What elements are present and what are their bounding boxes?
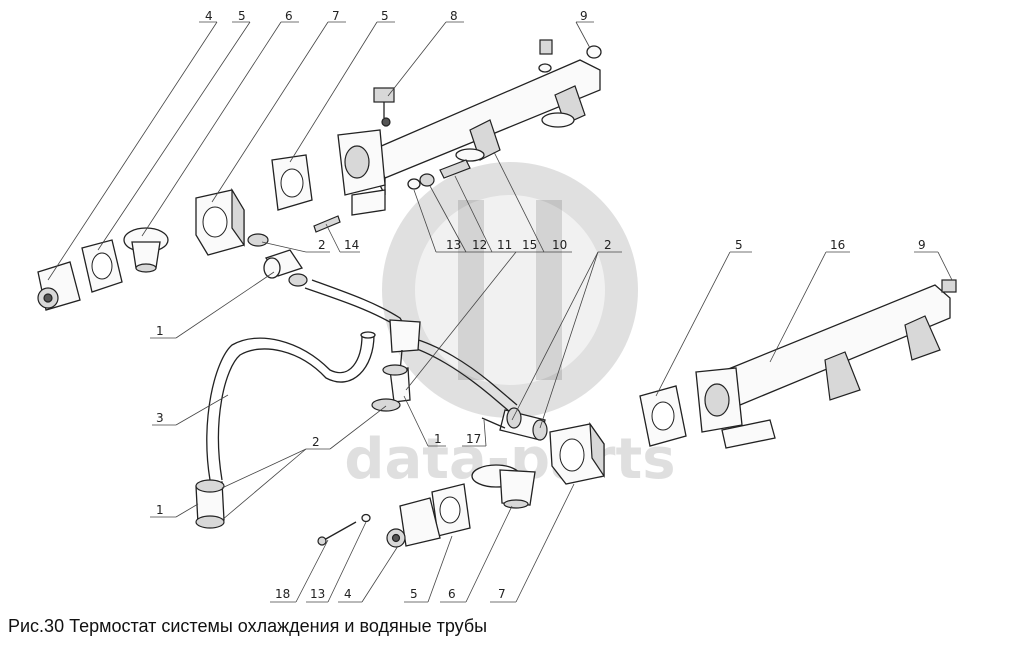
thermostat-lower <box>471 464 536 509</box>
bolt-18 <box>317 521 357 546</box>
thermostat-cover-upper <box>37 261 81 311</box>
thermostat-housing-upper <box>195 187 245 256</box>
callout-1: 1 <box>156 503 164 517</box>
callout-1: 1 <box>434 432 442 446</box>
lower-plug <box>941 279 957 293</box>
callout-9: 9 <box>918 238 926 252</box>
leader-lines <box>47 21 953 603</box>
callout-6: 6 <box>285 9 293 23</box>
bypass-hose <box>206 331 376 481</box>
upper-plug <box>539 39 602 59</box>
callout-6: 6 <box>448 587 456 601</box>
callout-9: 9 <box>580 9 588 23</box>
callout-2: 2 <box>604 238 612 252</box>
callout-4: 4 <box>344 587 352 601</box>
connecting-pipe <box>304 279 518 413</box>
washer-13-lower <box>361 513 371 523</box>
nut-washer-group <box>407 159 471 190</box>
clamp-upper <box>247 233 308 287</box>
callout-18: 18 <box>275 587 290 601</box>
drain-cock <box>373 87 395 127</box>
callout-2: 2 <box>318 238 326 252</box>
callout-13: 13 <box>446 238 461 252</box>
exploded-diagram: data-parts <box>37 9 957 603</box>
callout-7: 7 <box>332 9 340 23</box>
hose-upper <box>263 249 304 279</box>
callout-11: 11 <box>497 238 512 252</box>
gasket-upper-small <box>81 239 123 293</box>
callout-17: 17 <box>466 432 481 446</box>
callout-5: 5 <box>735 238 743 252</box>
callout-5: 5 <box>238 9 246 23</box>
thermostat-housing-lower <box>549 421 605 485</box>
gasket-upper <box>271 154 313 211</box>
callout-labels: 4 5 6 7 5 8 9 2 14 13 12 11 15 10 2 5 16… <box>156 9 926 601</box>
callout-12: 12 <box>472 238 487 252</box>
callout-7: 7 <box>498 587 506 601</box>
callout-4: 4 <box>205 9 213 23</box>
stud-14 <box>313 215 341 233</box>
callout-14: 14 <box>344 238 359 252</box>
callout-13: 13 <box>310 587 325 601</box>
hose-bottom-left <box>195 479 225 529</box>
thermostat-upper <box>123 227 169 273</box>
clamp-center <box>371 364 408 412</box>
water-pipe-lower <box>695 284 951 449</box>
gasket-right <box>639 385 687 447</box>
hose-and-clamps-lower <box>481 407 548 441</box>
callout-5: 5 <box>410 587 418 601</box>
callout-16: 16 <box>830 238 845 252</box>
callout-3: 3 <box>156 411 164 425</box>
callout-15: 15 <box>522 238 537 252</box>
callout-8: 8 <box>450 9 458 23</box>
callout-1: 1 <box>156 324 164 338</box>
callout-5: 5 <box>381 9 389 23</box>
figure-caption: Рис.30 Термостат системы охлаждения и во… <box>8 616 488 636</box>
water-pipe-upper <box>337 59 601 216</box>
callout-10: 10 <box>552 238 567 252</box>
callout-2: 2 <box>312 435 320 449</box>
thermostat-cover-lower <box>386 497 441 548</box>
